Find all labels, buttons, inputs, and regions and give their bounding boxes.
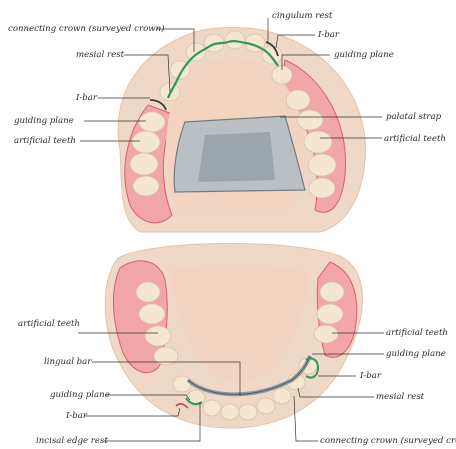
label-upper-artificial-teeth-left: artificial teeth [14, 136, 76, 146]
label-lower-i-bar-right: I-bar [359, 371, 382, 381]
label-upper-guiding-plane-left: guiding plane [14, 116, 74, 126]
label-lower-guiding-plane-left: guiding plane [50, 390, 110, 400]
label-upper-guiding-plane-right: guiding plane [334, 50, 394, 60]
label-lower-connecting-crown: connecting crown (surveyed crown) [320, 435, 456, 446]
upper-arch [118, 28, 365, 233]
lower-arch [105, 243, 362, 428]
palatal-strap-texture [198, 132, 275, 182]
label-lower-artificial-teeth-left: artificial teeth [18, 319, 80, 329]
label-lower-mesial-rest: mesial rest [376, 392, 425, 402]
label-lower-i-bar: I-bar [65, 411, 88, 421]
label-lower-lingual-bar: lingual bar [44, 357, 92, 367]
label-upper-palatal-strap: palatal strap [386, 112, 442, 122]
label-lower-guiding-plane-right: guiding plane [386, 349, 446, 359]
label-upper-cingulum-rest: cingulum rest [272, 11, 333, 21]
label-upper-artificial-teeth-right: artificial teeth [384, 134, 446, 144]
label-upper-connecting-crown: connecting crown (surveyed crown) [8, 23, 165, 34]
label-lower-incisal-edge-rest: incisal edge rest [36, 436, 108, 446]
label-upper-mesial-rest: mesial rest [76, 50, 125, 60]
label-lower-artificial-teeth-right: artificial teeth [386, 328, 448, 338]
label-upper-i-bar-left: I-bar [75, 93, 98, 103]
label-upper-i-bar-right: I-bar [317, 30, 340, 40]
